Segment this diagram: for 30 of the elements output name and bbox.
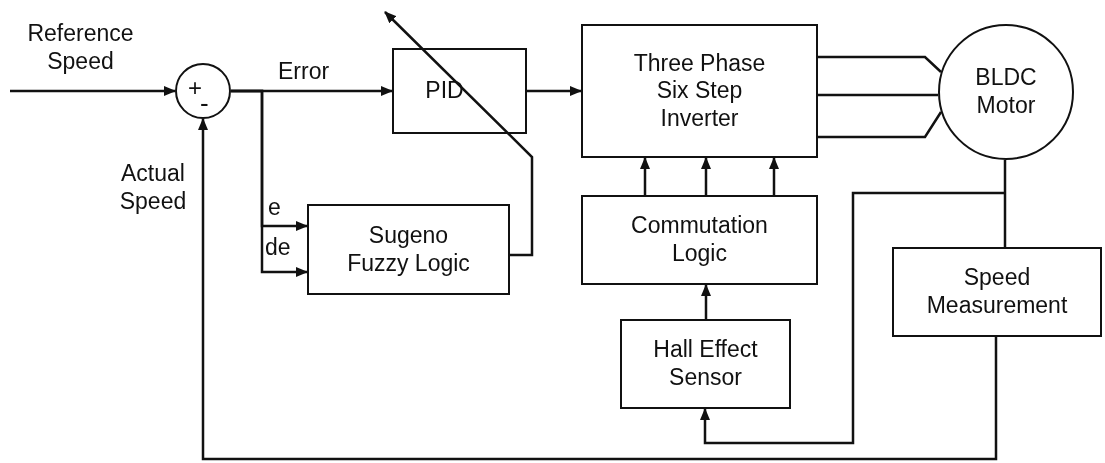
arrow <box>700 191 1005 445</box>
block-label: Three Phase Six Step Inverter <box>633 49 766 133</box>
arrow <box>198 118 998 461</box>
arrow <box>640 157 650 195</box>
sign-symbol: + <box>188 76 202 100</box>
arrow <box>701 157 711 195</box>
block-label: Hall Effect Sensor <box>652 336 759 392</box>
block-box <box>620 319 791 409</box>
motor-circle <box>938 24 1074 160</box>
arrow <box>701 284 711 319</box>
summing-junction <box>175 63 231 119</box>
arrow <box>231 89 308 277</box>
block-label: BLDC Motor <box>974 64 1038 120</box>
arrow <box>769 157 779 195</box>
block-box <box>581 24 818 158</box>
connector-line <box>1003 160 1007 247</box>
arrow <box>384 11 534 257</box>
arrow <box>10 86 176 96</box>
block-label: Speed Measurement <box>925 264 1069 320</box>
block-box <box>892 247 1102 337</box>
connector-line <box>818 55 942 73</box>
block-label: Commutation Logic <box>631 212 768 268</box>
connector-line <box>818 93 938 97</box>
connector-line <box>818 111 943 139</box>
arrow <box>527 86 582 96</box>
block-label: Sugeno Fuzzy Logic <box>346 221 471 278</box>
block-box <box>307 204 510 295</box>
sign-symbol: - <box>200 90 209 116</box>
block-box <box>392 48 527 134</box>
block-box <box>581 195 818 285</box>
